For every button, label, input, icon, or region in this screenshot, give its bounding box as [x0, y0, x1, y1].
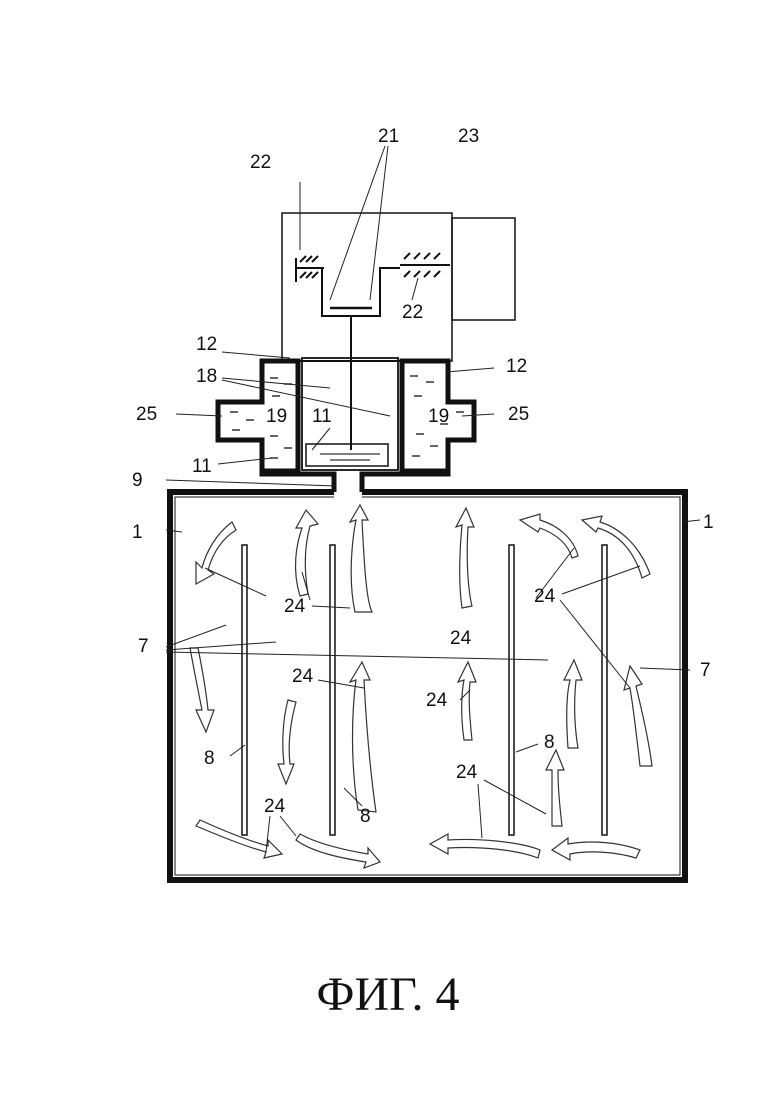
- label-8-b: 8: [360, 806, 371, 827]
- label-25-left: 25: [136, 404, 157, 425]
- label-24-e: 24: [426, 690, 448, 711]
- label-24-a: 24: [284, 596, 306, 617]
- label-23: 23: [458, 126, 479, 147]
- flow-arrows-24: [190, 505, 652, 868]
- label-21: 21: [378, 126, 399, 147]
- label-1-right: 1: [703, 512, 714, 533]
- bearing-right-22: [400, 253, 450, 277]
- bearing-left-22: [296, 256, 324, 282]
- label-22-right: 22: [402, 302, 423, 323]
- label-1-left: 1: [132, 522, 143, 543]
- motor-block-23: [452, 218, 515, 320]
- neck-9: [262, 471, 448, 492]
- label-12-right: 12: [506, 356, 527, 377]
- label-24-c: 24: [450, 628, 472, 649]
- label-19-right: 19: [428, 406, 449, 427]
- plate-8-a: [242, 545, 247, 835]
- label-11-left: 11: [192, 456, 212, 477]
- cup-base-11: [306, 444, 388, 466]
- plate-8-b: [330, 545, 335, 835]
- drive-housing: [282, 213, 452, 361]
- label-25-right: 25: [508, 404, 529, 425]
- label-8-c: 8: [544, 732, 555, 753]
- label-24-d: 24: [292, 666, 314, 687]
- label-7-left: 7: [138, 636, 149, 657]
- label-11-center: 11: [312, 406, 332, 427]
- label-7-right: 7: [700, 660, 711, 681]
- label-24-f: 24: [456, 762, 478, 783]
- label-12-left: 12: [196, 334, 217, 355]
- label-19-left: 19: [266, 406, 287, 427]
- label-22-left: 22: [250, 152, 271, 173]
- label-24-g: 24: [264, 796, 286, 817]
- label-24-b: 24: [534, 586, 556, 607]
- plate-8-c: [509, 545, 514, 835]
- label-8-a: 8: [204, 748, 215, 769]
- label-18: 18: [196, 366, 217, 387]
- label-9: 9: [132, 470, 143, 491]
- plate-8-d: [602, 545, 607, 835]
- figure-caption: ФИГ. 4: [317, 968, 460, 1021]
